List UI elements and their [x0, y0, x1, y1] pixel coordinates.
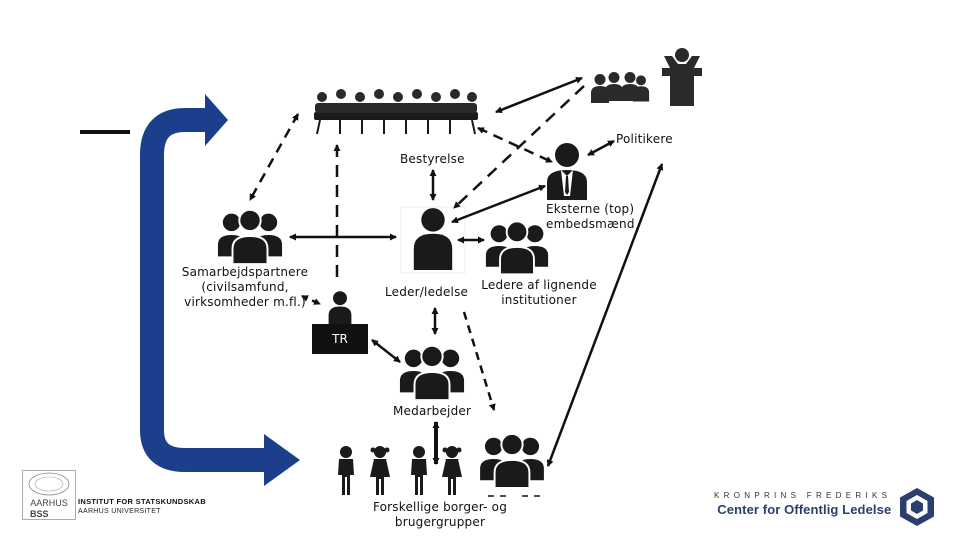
aarhus-university-logo: AARHUS BSS	[22, 470, 76, 520]
bestyrelse-label: Bestyrelse	[400, 152, 465, 166]
eksterne-label-line1: Eksterne (top)	[546, 202, 635, 216]
tr-person-icon	[328, 291, 352, 328]
cfol-hexagon-logo	[900, 488, 934, 526]
university-name: AARHUS UNIVERSITET	[78, 508, 161, 515]
board-meeting-icon	[314, 89, 478, 135]
leder-label: Leder/ledelse	[385, 285, 469, 299]
ledere-label: Ledere af lignende institutioner	[480, 278, 598, 308]
samarbejdspartnere-label: Samarbejdspartnere (civilsamfund, virkso…	[180, 265, 310, 310]
aarhus-text-block: INSTITUT FOR STATSKUNDSKAB AARHUS UNIVER…	[78, 497, 206, 515]
borger-line2: brugergrupper	[394, 515, 486, 529]
employees-group-icon	[398, 344, 466, 402]
big-return-arrow	[140, 94, 300, 486]
medarbejder-label: Medarbejder	[393, 404, 472, 418]
peer-leaders-group-icon	[484, 220, 550, 276]
connector-arrows	[248, 76, 664, 467]
cfol-line2: Center for Offentlig Ledelse	[717, 502, 892, 517]
dash-mark	[80, 130, 130, 134]
aarhus-mark-line2: BSS	[30, 509, 49, 519]
samarbejd-line2: (civilsamfund,	[201, 280, 289, 294]
cfol-line1: KRONPRINS FREDERIKS	[714, 491, 892, 500]
eksterne-label: Eksterne (top) embedsmænd	[546, 202, 635, 232]
tr-label: TR	[312, 324, 368, 354]
partners-group-icon	[216, 208, 284, 266]
politicians-group-icon	[591, 72, 650, 103]
politikere-label: Politikere	[616, 132, 673, 146]
children-group-icon	[338, 446, 462, 495]
institute-name: INSTITUT FOR STATSKUNDSKAB	[78, 497, 206, 506]
cfol-text-block: KRONPRINS FREDERIKS Center for Offentlig…	[714, 491, 891, 517]
borgergrupper-label: Forskellige borger- og brugergrupper	[370, 500, 510, 530]
borger-line1: Forskellige borger- og	[372, 500, 508, 514]
leader-person-icon	[400, 206, 466, 274]
samarbejd-line1: Samarbejdspartnere	[181, 265, 309, 279]
podium-speaker-icon	[662, 48, 702, 106]
ledere-line1: Ledere af lignende	[481, 278, 597, 292]
ledere-line2: institutioner	[501, 293, 577, 307]
person-suit-icon	[547, 143, 587, 200]
eksterne-label-line2: embedsmænd	[546, 217, 635, 231]
samarbejd-line3: virksomheder m.fl.)	[184, 295, 306, 309]
citizen-group-icon	[479, 432, 545, 488]
aarhus-mark-line1: AARHUS	[30, 498, 68, 508]
